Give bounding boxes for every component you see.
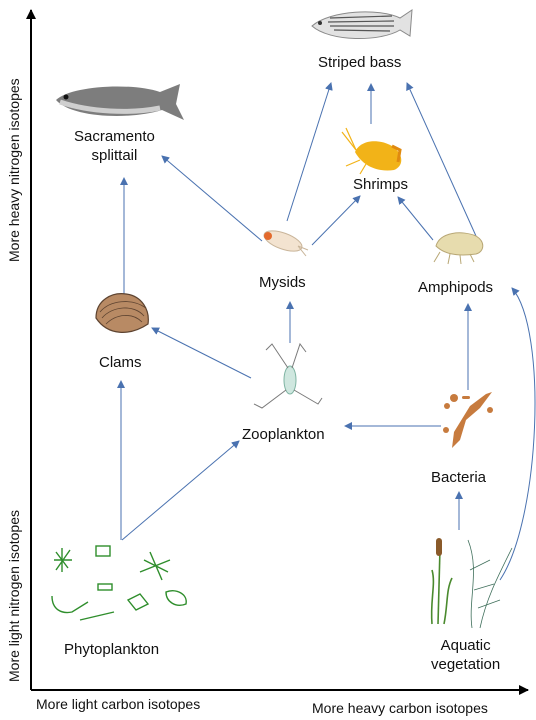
edge-mysids-shrimps <box>311 195 361 246</box>
bacteria-icon <box>443 392 493 448</box>
mysid-icon <box>263 230 309 257</box>
edge-phytoplankton-zooplankton <box>121 440 240 541</box>
striped-bass-icon <box>311 9 413 39</box>
edge-amphipods-stripedbass <box>406 82 477 237</box>
zooplankton-icon <box>253 342 323 409</box>
edge-amphipods-shrimps <box>397 196 434 241</box>
amphipod-icon <box>433 232 484 265</box>
label-clams: Clams <box>99 354 142 371</box>
edge-vegetation-amphipods <box>499 287 536 581</box>
label-striped-bass: Striped bass <box>318 54 402 71</box>
x-axis-label-right: More heavy carbon isotopes <box>312 700 488 716</box>
label-phytoplankton: Phytoplankton <box>64 641 160 658</box>
splittail-fish-icon <box>56 84 184 120</box>
label-mysids: Mysids <box>259 274 306 291</box>
label-shrimps: Shrimps <box>353 176 409 193</box>
x-axis-label-left: More light carbon isotopes <box>36 696 201 712</box>
shrimp-icon <box>341 127 402 175</box>
y-axis-label-top: More heavy nitrogen isotopes <box>6 78 22 262</box>
label-sacramento-splittail: Sacramento splittail <box>74 128 155 164</box>
edge-mysids-stripedbass <box>286 82 333 222</box>
edge-zooplankton-clams <box>151 327 252 379</box>
clam-icon <box>95 293 149 333</box>
y-axis-label-bottom: More light nitrogen isotopes <box>6 510 22 682</box>
phytoplankton-icon <box>51 545 187 621</box>
edge-mysids-splittail <box>161 155 263 242</box>
label-bacteria: Bacteria <box>431 469 487 486</box>
label-zooplankton: Zooplankton <box>242 426 325 443</box>
label-amphipods: Amphipods <box>418 279 494 296</box>
aquatic-vegetation-icon <box>430 538 513 629</box>
label-aquatic-vegetation: Aquatic vegetation <box>431 637 501 673</box>
edges-layer <box>117 82 536 581</box>
